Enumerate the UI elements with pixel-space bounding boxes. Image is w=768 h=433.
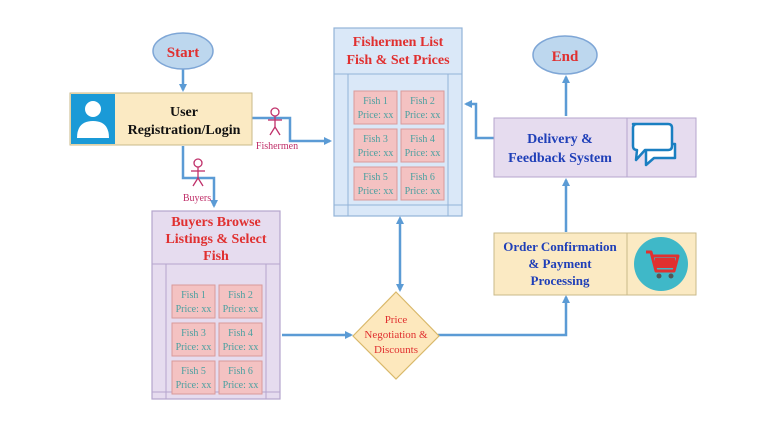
buyers-fish-item: Fish 5 Price: xx: [171, 360, 216, 395]
buyers-title-1: Buyers Browse: [171, 215, 261, 230]
fishermen-fish-grid: Fish 1 Price: xx Fish 2 Price: xx Fish 3 Pric…: [353, 90, 445, 201]
fishermen-fish-card: [353, 128, 398, 163]
buyers-fish-price: Price: xx: [223, 342, 259, 353]
delivery-line-2: Feedback System: [508, 151, 612, 166]
fishermen-fish-item: Fish 3 Price: xx: [353, 128, 398, 163]
registration-line-2: Registration/Login: [128, 123, 241, 138]
shopping-cart-icon: [634, 237, 688, 291]
buyers-title-3: Fish: [203, 249, 229, 264]
order-line-1: Order Confirmation: [503, 239, 617, 254]
buyers-fish-name: Fish 6: [228, 366, 253, 377]
fishermen-panel: Fishermen List Fish & Set Prices Fish 1 P…: [333, 27, 463, 217]
buyers-fish-price: Price: xx: [223, 304, 259, 315]
buyers-fish-card: [171, 322, 216, 357]
negotiation-line-1: Price: [385, 314, 408, 326]
order-line-3: Processing: [531, 273, 590, 288]
buyers-actor-label: Buyers: [183, 193, 211, 204]
fishermen-title-2: Fish & Set Prices: [346, 53, 450, 68]
buyers-fish-item: Fish 4 Price: xx: [218, 322, 263, 357]
buyers-fish-name: Fish 4: [228, 328, 253, 339]
buyers-fish-price: Price: xx: [223, 380, 259, 391]
user-icon: [71, 94, 115, 144]
buyers-fish-card: [218, 360, 263, 395]
buyers-panel: Buyers Browse Listings & Select Fish Fis…: [151, 210, 281, 400]
order-line-2: & Payment: [528, 256, 592, 271]
negotiation-decision: Price Negotiation & Discounts: [352, 291, 440, 380]
fishermen-fish-card: [400, 166, 445, 201]
fishermen-fish-card: [353, 166, 398, 201]
fishermen-fish-price: Price: xx: [358, 148, 394, 159]
fishermen-fish-price: Price: xx: [358, 186, 394, 197]
fishermen-title-1: Fishermen List: [353, 35, 444, 50]
buyers-fish-card: [218, 322, 263, 357]
buyers-fish-price: Price: xx: [176, 380, 212, 391]
buyers-fish-item: Fish 1 Price: xx: [171, 284, 216, 319]
fishermen-fish-price: Price: xx: [405, 186, 441, 197]
negotiation-line-3: Discounts: [374, 344, 418, 356]
start-label: Start: [167, 45, 200, 61]
fishermen-fish-name: Fish 2: [410, 96, 435, 107]
fishermen-fish-price: Price: xx: [358, 110, 394, 121]
delivery-box: Delivery & Feedback System: [493, 117, 697, 178]
fishermen-fish-item: Fish 5 Price: xx: [353, 166, 398, 201]
buyers-fish-item: Fish 2 Price: xx: [218, 284, 263, 319]
fishermen-fish-name: Fish 6: [410, 172, 435, 183]
arrow-negotiation-to-order: [438, 295, 570, 337]
fishermen-fish-card: [353, 90, 398, 125]
buyers-fish-name: Fish 2: [228, 290, 253, 301]
fishermen-actor-label: Fishermen: [256, 141, 298, 152]
chat-bubbles-icon: [631, 122, 677, 167]
buyers-fish-grid: Fish 1 Price: xx Fish 2 Price: xx Fish 3 Pric…: [171, 284, 263, 395]
fishermen-fish-name: Fish 5: [363, 172, 388, 183]
arrow-delivery-to-fishermen: [464, 100, 494, 140]
buyers-fish-card: [171, 360, 216, 395]
buyers-fish-item: Fish 3 Price: xx: [171, 322, 216, 357]
buyers-fish-name: Fish 3: [181, 328, 206, 339]
buyers-fish-price: Price: xx: [176, 304, 212, 315]
registration-box: User Registration/Login: [69, 92, 253, 146]
buyers-title-2: Listings & Select: [165, 232, 266, 247]
delivery-line-1: Delivery &: [527, 132, 593, 147]
end-node: End: [532, 35, 598, 75]
negotiation-line-2: Negotiation &: [364, 329, 428, 341]
fishermen-fish-name: Fish 1: [363, 96, 388, 107]
fishermen-fish-item: Fish 1 Price: xx: [353, 90, 398, 125]
registration-line-1: User: [170, 105, 198, 120]
start-node: Start: [152, 32, 214, 70]
fishermen-fish-item: Fish 4 Price: xx: [400, 128, 445, 163]
fishermen-actor: [268, 107, 282, 136]
fishermen-fish-name: Fish 3: [363, 134, 388, 145]
buyers-fish-name: Fish 1: [181, 290, 206, 301]
buyers-actor: [191, 158, 205, 187]
fishermen-fish-price: Price: xx: [405, 148, 441, 159]
end-label: End: [552, 49, 579, 65]
fishermen-fish-card: [400, 90, 445, 125]
fishermen-fish-card: [400, 128, 445, 163]
fishermen-fish-item: Fish 2 Price: xx: [400, 90, 445, 125]
buyers-fish-item: Fish 6 Price: xx: [218, 360, 263, 395]
fishermen-fish-price: Price: xx: [405, 110, 441, 121]
buyers-fish-price: Price: xx: [176, 342, 212, 353]
fishermen-fish-item: Fish 6 Price: xx: [400, 166, 445, 201]
fishermen-fish-name: Fish 4: [410, 134, 435, 145]
order-box: Order Confirmation & Payment Processing: [493, 232, 697, 296]
buyers-fish-card: [171, 284, 216, 319]
buyers-fish-name: Fish 5: [181, 366, 206, 377]
buyers-fish-card: [218, 284, 263, 319]
arrow-registration-to-fishermen: [252, 116, 332, 145]
